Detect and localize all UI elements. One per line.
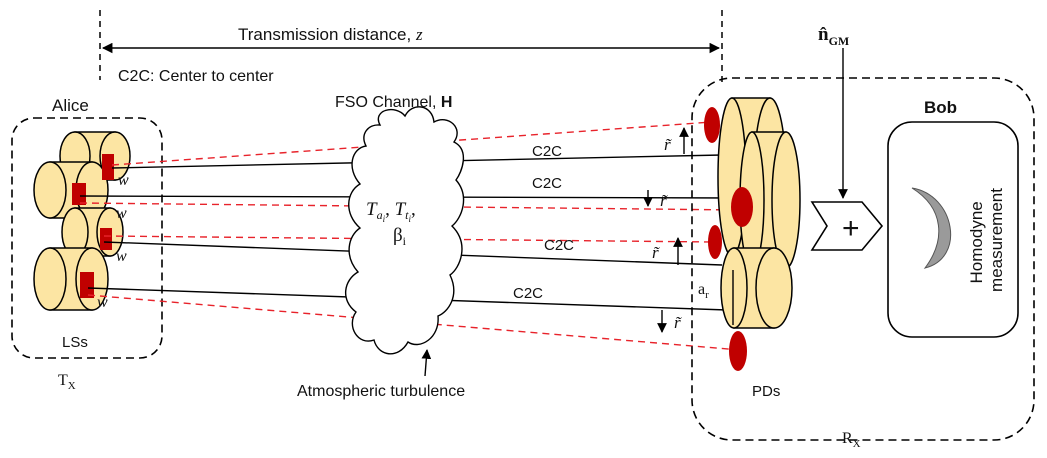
emitter-3 bbox=[100, 228, 112, 250]
c2c-label-3: C2C bbox=[544, 237, 574, 254]
crescent-shape bbox=[911, 187, 952, 269]
c2c-note: C2C: Center to center bbox=[118, 68, 274, 85]
transmitter-box bbox=[11, 117, 163, 359]
receiver-box bbox=[691, 77, 1035, 441]
noise-label: n̂GM bbox=[818, 24, 849, 48]
spot-1 bbox=[704, 107, 720, 143]
spot-3 bbox=[708, 225, 722, 259]
lss-label: LSs bbox=[62, 334, 88, 351]
spot-4 bbox=[729, 331, 747, 371]
cloud-params-line2: βi bbox=[393, 225, 407, 248]
turbulence-cloud bbox=[345, 106, 465, 355]
tx-label: TX bbox=[58, 372, 76, 392]
homodyne-label: Homodyne measurement bbox=[967, 188, 1006, 292]
waist-label-3: w bbox=[116, 248, 127, 265]
adder-plus: + bbox=[842, 212, 860, 245]
adder-block bbox=[810, 201, 884, 251]
waist-label-1: w bbox=[118, 172, 129, 189]
channel-label: FSO Channel, H bbox=[335, 94, 452, 111]
alice-label: Alice bbox=[52, 96, 89, 115]
offset-label-1: r̃ bbox=[664, 135, 672, 154]
offset-label-2: r̃ bbox=[660, 191, 668, 210]
c2c-label-1: C2C bbox=[532, 143, 562, 160]
spot-2 bbox=[731, 187, 753, 227]
emitter-2 bbox=[72, 183, 86, 205]
pds-label: PDs bbox=[752, 383, 780, 400]
waist-label-4: w bbox=[97, 294, 108, 311]
emitter-4 bbox=[80, 272, 94, 298]
offset-label-3: r̃ bbox=[652, 243, 660, 262]
receiver-spots bbox=[704, 107, 753, 371]
alice-emitters bbox=[72, 154, 114, 298]
bob-label: Bob bbox=[924, 98, 957, 117]
offset-label-4: r̃ bbox=[674, 313, 682, 332]
cloud-params-line1: Tai, Tti, bbox=[366, 199, 416, 224]
homodyne-box bbox=[887, 121, 1019, 338]
turbulence-label: Atmospheric turbulence bbox=[297, 383, 465, 400]
turbulence-arrow bbox=[421, 349, 432, 377]
c2c-label-4: C2C bbox=[513, 285, 543, 302]
c2c-label-2: C2C bbox=[532, 175, 562, 192]
distance-label: Transmission distance, z bbox=[238, 25, 423, 44]
emitter-1 bbox=[102, 154, 114, 180]
receiver-lens-stack bbox=[717, 97, 801, 329]
aperture-label: ar bbox=[698, 281, 709, 301]
waist-label-2: w bbox=[116, 205, 127, 222]
rx-label: RX bbox=[842, 430, 861, 450]
